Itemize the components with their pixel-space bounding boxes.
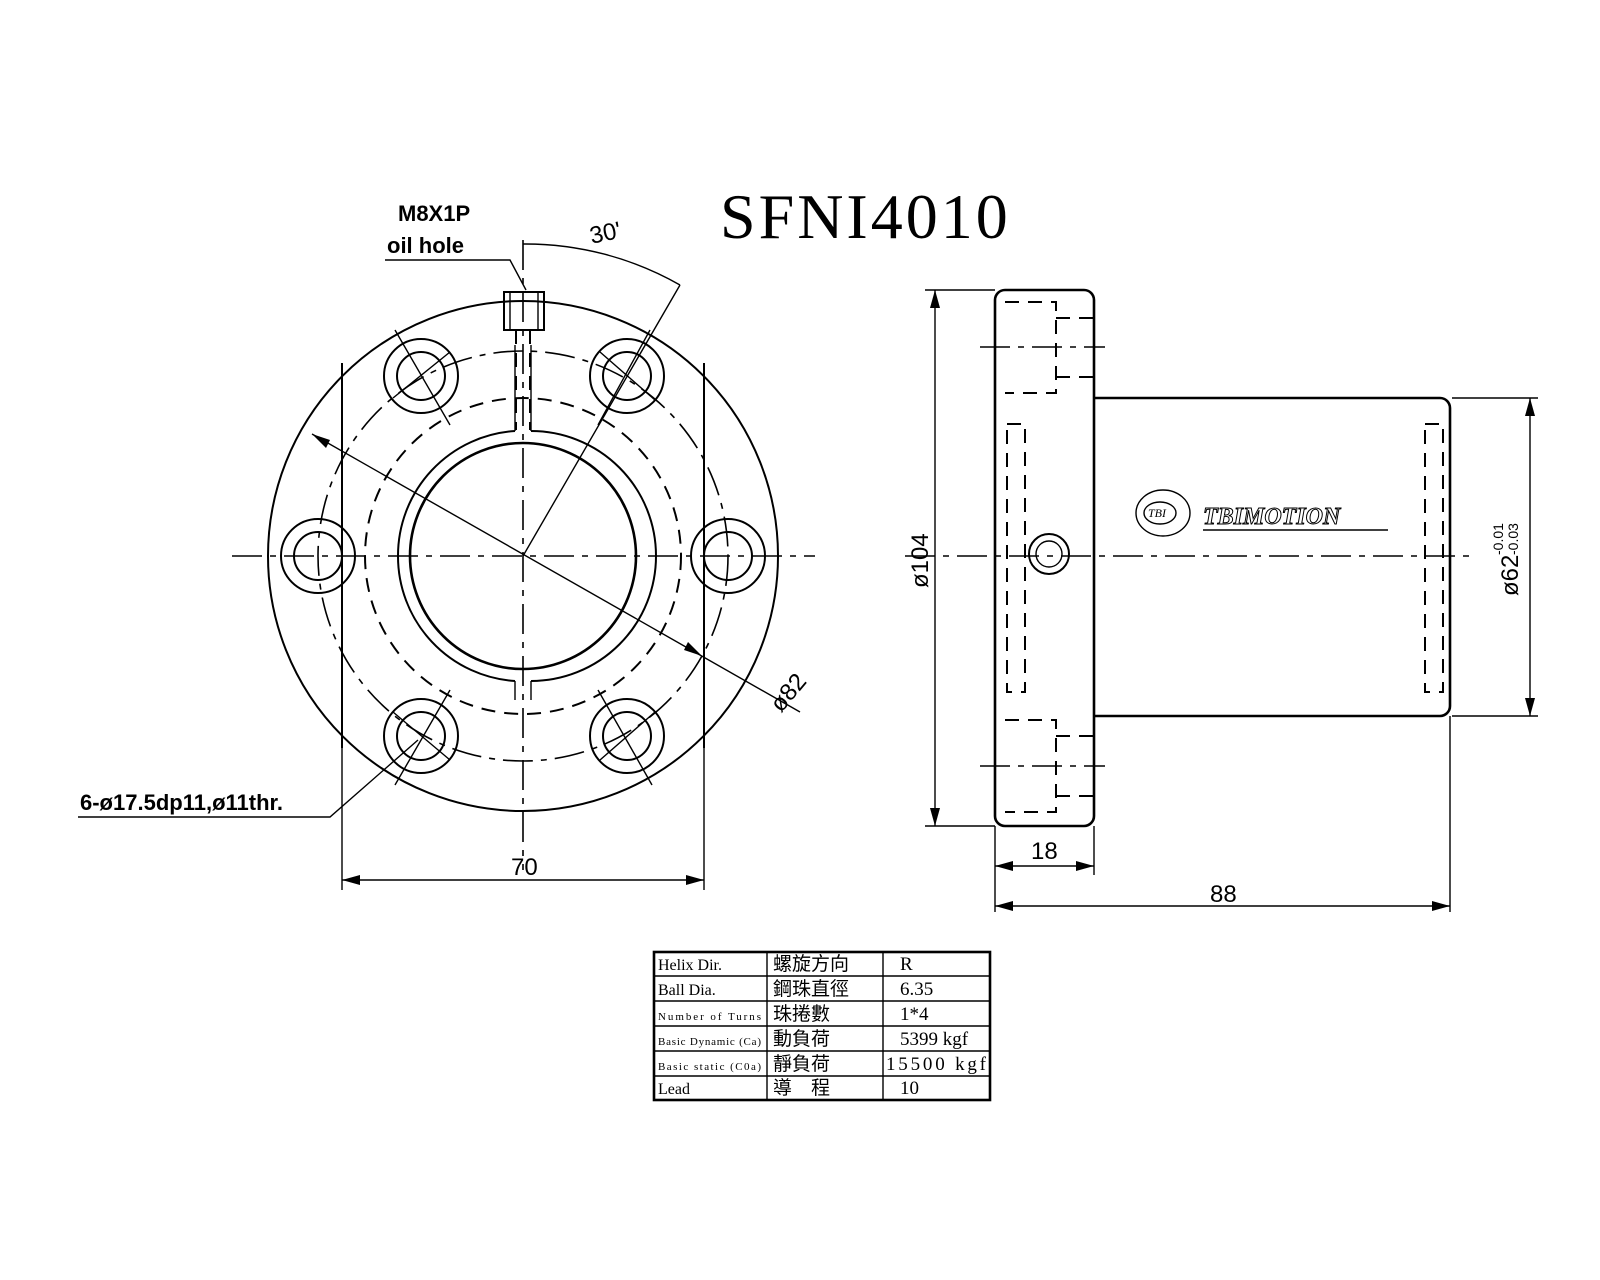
spec-row-value: 15500 kgf: [886, 1054, 987, 1075]
body-tol-upper: -0.01: [1490, 523, 1506, 555]
spec-row-label-en: Lead: [658, 1081, 690, 1098]
oil-hole-thread-label: M8X1P: [398, 201, 470, 226]
oil-hole-leader: [493, 259, 527, 291]
flange-dia-arrow: [930, 808, 940, 826]
pcd-arrow: [684, 642, 702, 656]
angle-arc: [522, 243, 681, 286]
flange-dia-arrow: [930, 290, 940, 308]
flange-thk-arrow: [1076, 861, 1094, 871]
oil-hole-label: oil hole: [387, 233, 464, 258]
mounting-hole: [383, 329, 459, 426]
oil-hole-thread: [503, 291, 545, 331]
flat-dim-label: 70: [511, 854, 538, 881]
tbi-logo-text: TBIMOTION: [1203, 504, 1342, 530]
spec-row-label-en: Basic static (C0a): [658, 1061, 761, 1073]
flange-thk-arrow: [995, 861, 1013, 871]
spec-row-label-en: Basic Dynamic (Ca): [658, 1036, 761, 1048]
spec-row-value: R: [900, 954, 913, 975]
angle-leader: [522, 284, 681, 557]
pcd-dim-line: [311, 433, 801, 713]
mounting-hole: [589, 689, 665, 786]
body-dia-arrow: [1525, 398, 1535, 416]
angle-label: 30': [587, 217, 623, 250]
spec-row-value: 5399 kgf: [900, 1029, 969, 1050]
pcd-label: ø82: [765, 668, 812, 717]
spec-row-label-en: Number of Turns: [658, 1011, 761, 1023]
body-dia-label: ø62: [1497, 555, 1524, 596]
length-label: 88: [1210, 881, 1237, 908]
body-tol-lower: -0.03: [1505, 523, 1521, 555]
length-arrow: [995, 901, 1013, 911]
spec-row-label-zh: 珠捲數: [773, 1003, 830, 1025]
flat-dim-arrow: [686, 875, 704, 885]
spec-row-label-zh: 導 程: [773, 1077, 830, 1099]
side-oil-hole-inner: [1035, 540, 1063, 568]
mounting-hole: [383, 689, 459, 786]
flat-dim-arrow: [342, 875, 360, 885]
spec-row-label-en: Ball Dia.: [658, 982, 716, 999]
return-channel-hidden: [1006, 423, 1026, 693]
hole-note: 6-ø17.5dp11,ø11thr.: [80, 790, 283, 815]
tbi-logo: TBI TBIMOTION: [1135, 489, 1388, 537]
flange-profile: [993, 288, 1096, 828]
spec-row-value: 1*4: [900, 1004, 929, 1025]
spec-row-label-zh: 鋼珠直徑: [773, 978, 849, 1000]
spec-row-label-zh: 動負荷: [773, 1028, 830, 1050]
front-view: 30' M8X1P oil hole ø82 6-ø17.5dp11,ø11th…: [78, 201, 815, 890]
side-view: TBI TBIMOTION ø104 ø62 -0.01 -0.03 18 8: [905, 288, 1538, 912]
spec-row-label-en: Helix Dir.: [658, 957, 722, 974]
body-profile: [1094, 396, 1452, 718]
side-oil-hole-outer: [1028, 533, 1070, 575]
spec-row-value: 6.35: [900, 979, 933, 1000]
flange-dia-label: ø104: [907, 533, 934, 588]
hole-note-leader: [78, 739, 419, 818]
pcd-arrow: [312, 434, 330, 448]
drawing-title: SFNI4010: [720, 181, 1011, 252]
spec-row-label-zh: 螺旋方向: [773, 953, 849, 975]
length-arrow: [1432, 901, 1450, 911]
spec-row-value: 10: [900, 1078, 919, 1099]
flange-thk-label: 18: [1031, 838, 1058, 865]
body-dia-arrow: [1525, 698, 1535, 716]
tbi-logo-mark: TBI: [1148, 506, 1167, 520]
return-channel-hidden: [1424, 423, 1444, 693]
spec-row-label-zh: 靜負荷: [773, 1053, 830, 1075]
